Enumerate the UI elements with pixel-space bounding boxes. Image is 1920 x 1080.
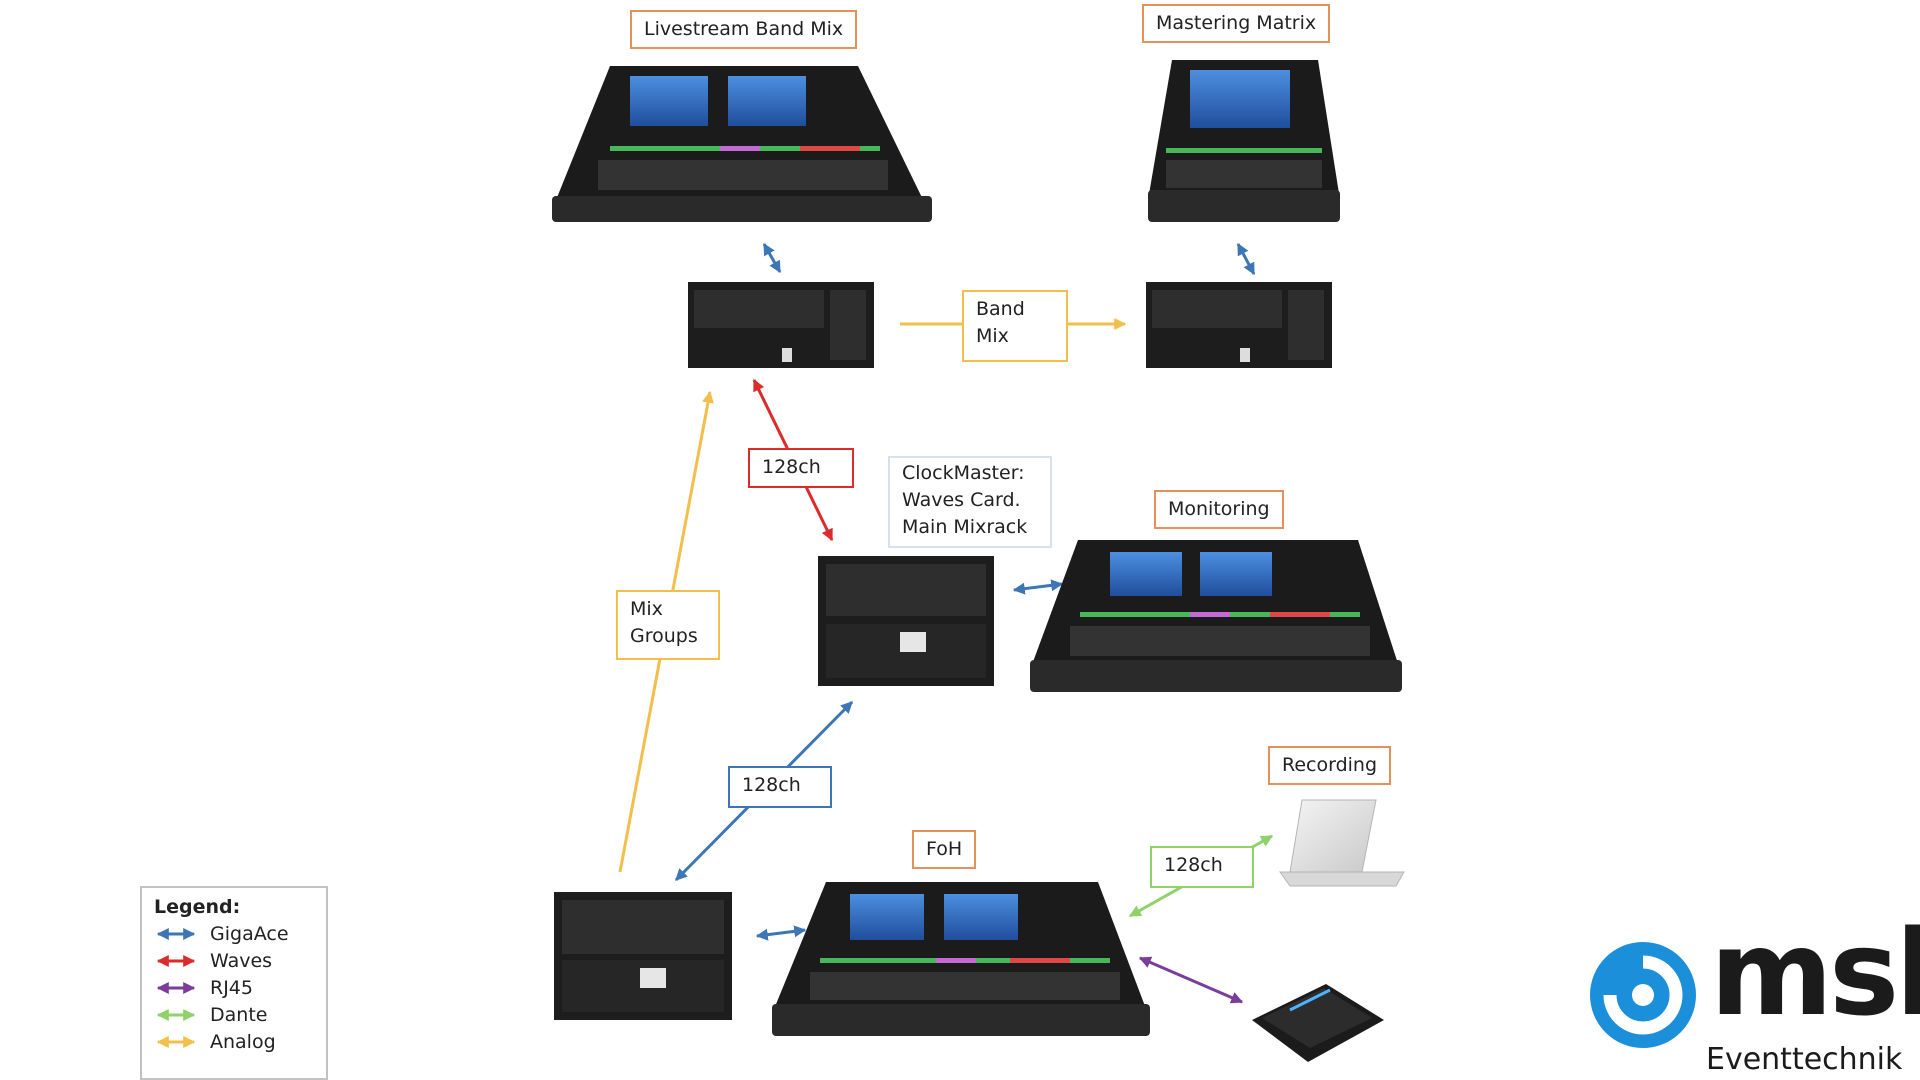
analog-legend-arrow-icon — [156, 1035, 196, 1048]
stagebox-foh-image — [554, 892, 732, 1020]
waves-128ch-label: 128ch — [748, 448, 854, 488]
mastering-matrix-label: Mastering Matrix — [1142, 4, 1331, 43]
legend-label: Analog — [210, 1030, 276, 1053]
legend-item-analog: Analog — [154, 1028, 314, 1055]
legend-item-waves: Waves — [154, 947, 314, 974]
legend-item-rj45: RJ45 — [154, 974, 314, 1001]
legend: Legend: GigaAce Waves RJ45 Dante Analog — [140, 886, 328, 1080]
msl-subtitle: Eventtechnik — [1706, 1042, 1903, 1077]
monitoring-console-image — [1030, 540, 1402, 692]
band-mix-label: Band Mix — [962, 290, 1068, 362]
gigaace-link-mastering — [1236, 242, 1256, 276]
legend-label: GigaAce — [210, 922, 289, 945]
dante-legend-arrow-icon — [156, 1008, 196, 1021]
legend-label: Dante — [210, 1003, 268, 1026]
legend-item-dante: Dante — [154, 1001, 314, 1028]
legend-label: Waves — [210, 949, 273, 972]
livestream-band-mix-label: Livestream Band Mix — [630, 10, 858, 49]
gigaace-link-livestream — [762, 242, 782, 274]
waves-legend-arrow-icon — [156, 954, 196, 967]
stagebox-mastering-image — [1146, 282, 1332, 368]
gigaace-legend-arrow-icon — [156, 927, 196, 940]
livestream-console-image — [552, 66, 932, 222]
clockmaster-note: ClockMaster: Waves Card. Main Mixrack — [888, 456, 1052, 548]
dante-128ch-label: 128ch — [1150, 846, 1254, 888]
gigaace-link-monitoring — [1012, 579, 1064, 595]
msl-logo: msl Eventtechnik — [1588, 908, 1920, 1080]
legend-title: Legend: — [154, 896, 241, 918]
stagebox-livestream-image — [688, 282, 874, 368]
msl-logo-icon — [1590, 942, 1696, 1048]
monitoring-label: Monitoring — [1154, 490, 1284, 529]
msl-wordmark: msl — [1710, 904, 1920, 1042]
foh-console-image — [772, 882, 1150, 1036]
mastering-console-image — [1148, 60, 1340, 222]
legend-item-gigaace: GigaAce — [154, 920, 314, 947]
foh-label: FoH — [912, 830, 977, 869]
rj45-legend-arrow-icon — [156, 981, 196, 994]
gigaace-link-foh — [755, 925, 807, 941]
mix-groups-label: Mix Groups — [616, 590, 720, 660]
legend-label: RJ45 — [210, 976, 253, 999]
laptop-image — [1279, 799, 1405, 887]
main-mixrack-image — [818, 556, 994, 686]
gigaace-128ch-label: 128ch — [728, 766, 832, 808]
recording-label: Recording — [1268, 746, 1392, 785]
fader-controller-image — [1252, 984, 1384, 1062]
rj45-link — [1138, 956, 1244, 1004]
